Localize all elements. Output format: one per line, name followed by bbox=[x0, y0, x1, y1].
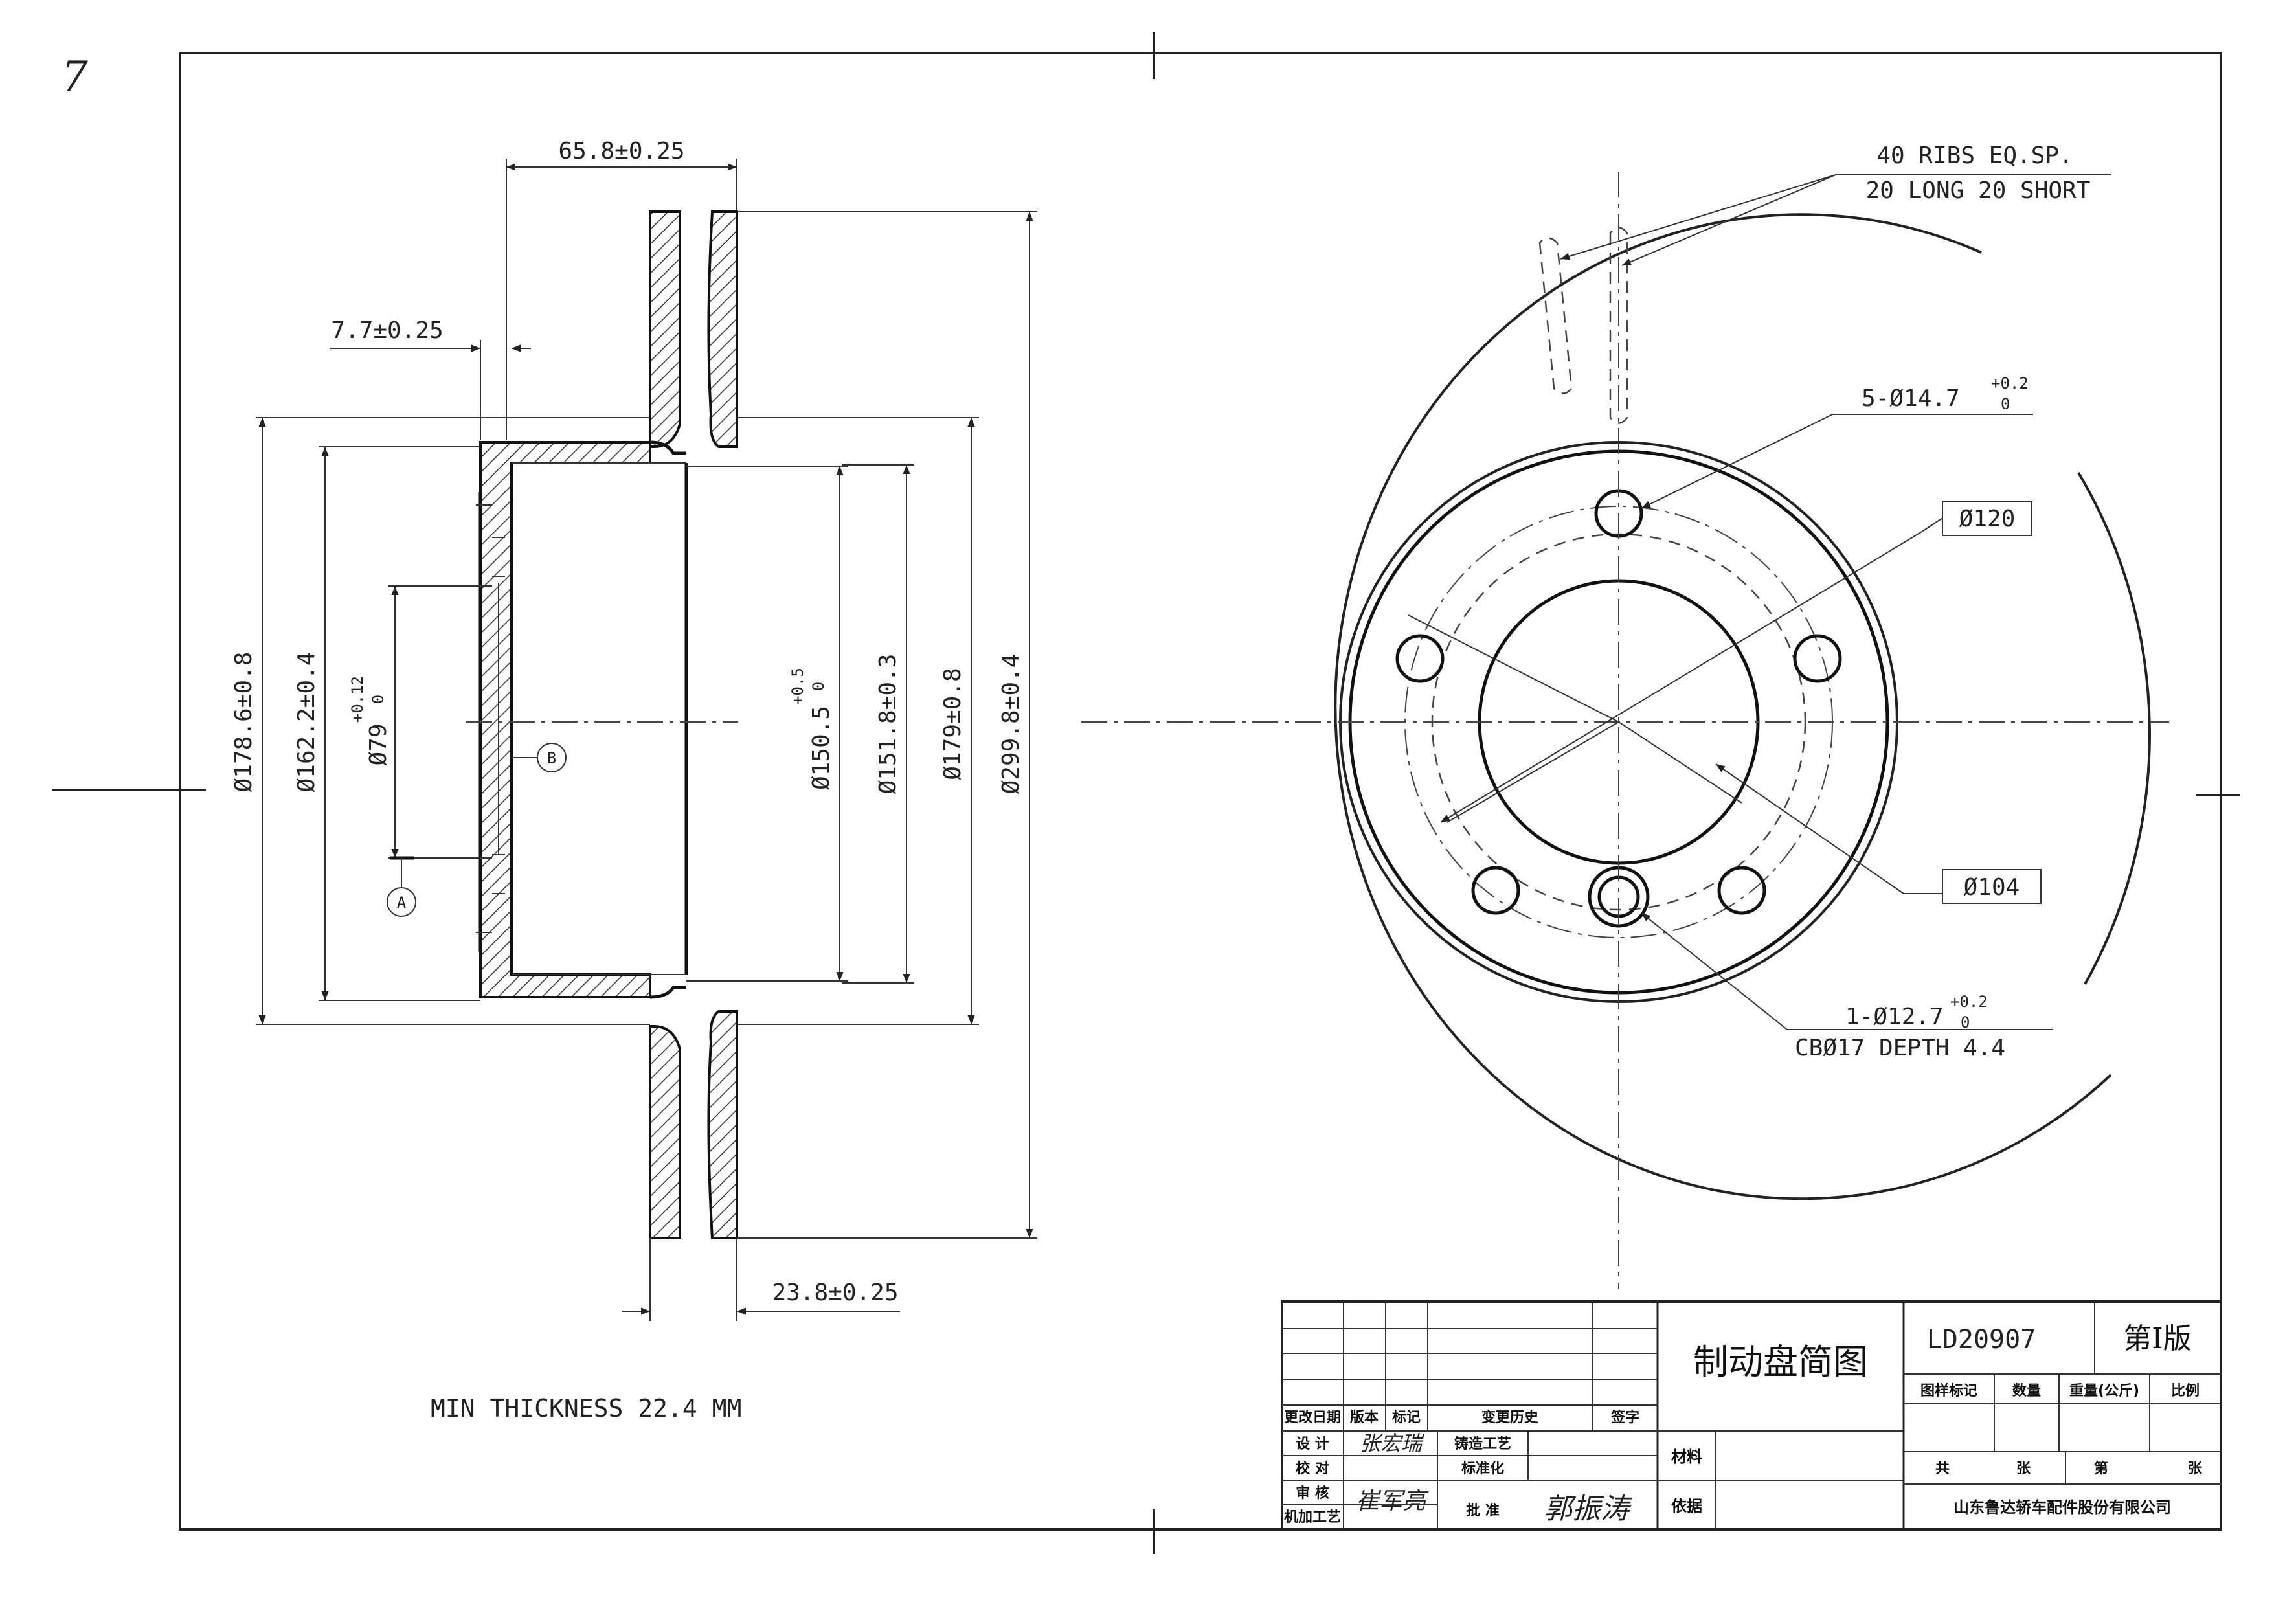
pin-hole-note: 1-Ø12.7 bbox=[1845, 1004, 1944, 1030]
sign-design: 张宏瑞 bbox=[1360, 1431, 1424, 1456]
dim-150: Ø150.5 bbox=[808, 706, 835, 790]
bolt-hole-3 bbox=[1793, 634, 1842, 683]
title-block: 更改日期 版本 标记 变更历史 签字 设 计 校 对 审 核 机加工艺 铸造工艺… bbox=[1281, 1300, 2222, 1531]
rev-col-sign: 签字 bbox=[1610, 1409, 1639, 1426]
counterbore-note: CBØ17 DEPTH 4.4 bbox=[1795, 1035, 2005, 1061]
bolt-hole-4 bbox=[1471, 866, 1520, 915]
upper-outboard-plate bbox=[649, 210, 681, 448]
dim-104: Ø104 bbox=[1964, 874, 2020, 901]
rev-col-history: 变更历史 bbox=[1481, 1409, 1539, 1426]
rev-col-date: 更改日期 bbox=[1284, 1409, 1341, 1426]
hdr-weight: 重量(公斤) bbox=[2069, 1383, 2139, 1399]
section-view bbox=[466, 210, 738, 1239]
row-design: 设 计 bbox=[1296, 1436, 1329, 1452]
front-annotations: 40 RIBS EQ.SP. 20 LONG 20 SHORT 5-Ø14.7 … bbox=[1440, 142, 2111, 1061]
lower-inboard-plate bbox=[707, 1010, 738, 1239]
dim-flange-offset: 65.8±0.25 bbox=[558, 138, 684, 164]
dim-79-tol-lower: 0 bbox=[369, 695, 387, 704]
sheet-unit-1: 张 bbox=[2016, 1461, 2031, 1477]
front-view bbox=[1081, 172, 2169, 1289]
rev-col-version: 版本 bbox=[1350, 1410, 1379, 1426]
dim-hat-thickness: 7.7±0.25 bbox=[331, 317, 443, 344]
sheet-num: 第 bbox=[2094, 1460, 2108, 1477]
basis-label: 依据 bbox=[1671, 1497, 1702, 1515]
drawing-frame bbox=[52, 32, 2240, 1554]
sheet-unit-2: 张 bbox=[2188, 1461, 2203, 1477]
row-process: 机加工艺 bbox=[1284, 1509, 1341, 1526]
edition: 第Ⅰ版 bbox=[2123, 1322, 2191, 1355]
upper-inboard-plate bbox=[707, 210, 738, 448]
sign-approve: 郭振涛 bbox=[1544, 1493, 1633, 1526]
sheet-total: 共 bbox=[1935, 1461, 1950, 1477]
hdr-drawing-mark: 图样标记 bbox=[1920, 1382, 1977, 1399]
row-check: 校 对 bbox=[1296, 1460, 1329, 1477]
dim-overall-width: 23.8±0.25 bbox=[772, 1279, 898, 1306]
ribs-note-line2: 20 LONG 20 SHORT bbox=[1866, 177, 2091, 204]
min-thickness-note: MIN THICKNESS 22.4 MM bbox=[431, 1394, 741, 1423]
bolt-hole-5 bbox=[1717, 866, 1766, 915]
dim-79-tol-upper: +0.12 bbox=[348, 676, 366, 723]
pin-hole-tol-upper: +0.2 bbox=[1950, 993, 1988, 1011]
rib-long bbox=[1609, 227, 1628, 424]
dim-178: Ø178.6±0.8 bbox=[231, 652, 257, 793]
bolt-hole-tol-upper: +0.2 bbox=[1991, 374, 2029, 392]
sign-review: 崔军亮 bbox=[1356, 1488, 1429, 1515]
disc-outer-edge bbox=[1334, 213, 2112, 1200]
rev-col-mark: 标记 bbox=[1392, 1409, 1421, 1426]
hdr-quantity: 数量 bbox=[2012, 1382, 2041, 1399]
rib-short bbox=[1538, 237, 1573, 394]
dim-299: Ø299.8±0.4 bbox=[998, 654, 1024, 794]
hat-section bbox=[479, 441, 651, 998]
bolt-hole-note: 5-Ø14.7 bbox=[1862, 385, 1960, 412]
dim-150-tol-upper: +0.5 bbox=[789, 668, 807, 705]
pin-hole-tol-lower: 0 bbox=[1961, 1013, 1970, 1031]
hdr-scale: 比例 bbox=[2171, 1383, 2200, 1399]
part-name: 制动盘简图 bbox=[1693, 1342, 1868, 1382]
bolt-hole-2 bbox=[1395, 634, 1445, 683]
dim-179: Ø179±0.8 bbox=[940, 668, 966, 780]
approval: 批 准 bbox=[1466, 1503, 1500, 1519]
page-mark: 7 bbox=[62, 53, 88, 101]
datum-b: B bbox=[547, 749, 556, 767]
section-dimensions: 65.8±0.25 7.7±0.25 23.8±0.25 Ø178.6±0.8 … bbox=[231, 138, 1037, 1321]
part-number: LD20907 bbox=[1927, 1325, 2036, 1355]
dim-151: Ø151.8±0.3 bbox=[875, 654, 901, 794]
ribs-note-line1: 40 RIBS EQ.SP. bbox=[1876, 142, 2073, 169]
dim-79: Ø79 bbox=[365, 723, 392, 765]
lower-outboard-plate bbox=[649, 1025, 681, 1239]
dim-120: Ø120 bbox=[1959, 506, 2016, 532]
company-name: 山东鲁达轿车配件股份有限公司 bbox=[1953, 1498, 2171, 1516]
material-label: 材料 bbox=[1671, 1448, 1702, 1466]
datum-a: A bbox=[397, 894, 407, 912]
dim-150-tol-lower: 0 bbox=[809, 682, 827, 691]
dim-162: Ø162.2±0.4 bbox=[293, 652, 320, 793]
standardization: 标准化 bbox=[1461, 1460, 1504, 1477]
row-review: 审 核 bbox=[1296, 1485, 1329, 1502]
casting-process: 铸造工艺 bbox=[1454, 1436, 1511, 1452]
bolt-hole-tol-lower: 0 bbox=[2001, 395, 2010, 413]
